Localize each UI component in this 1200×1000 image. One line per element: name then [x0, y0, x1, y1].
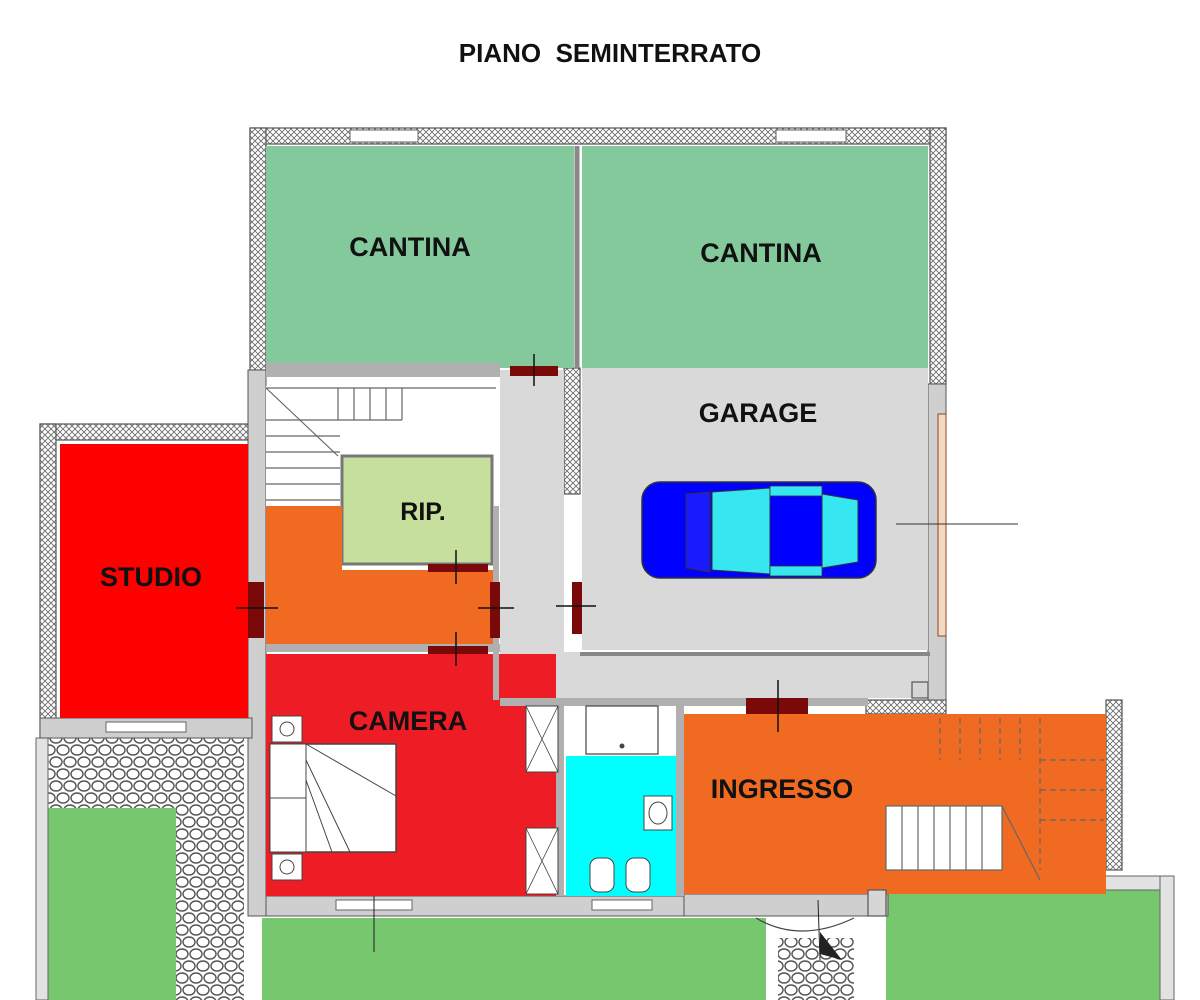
staircase-upper — [265, 387, 496, 501]
garden-border-right-edge — [1159, 875, 1175, 1000]
room-corridor-grey — [500, 370, 564, 700]
window — [105, 721, 187, 733]
room-cantina-left — [266, 146, 574, 368]
pillar — [911, 681, 929, 699]
room-cantina-right — [582, 146, 928, 368]
garage-door-opening — [937, 413, 947, 637]
room-corridor-grey-bottom — [500, 652, 928, 698]
room-studio — [60, 444, 248, 718]
wall-studio-top — [39, 423, 253, 441]
window — [591, 899, 653, 911]
garden-left — [48, 808, 176, 1000]
plan-title: PIANO SEMINTERRATO — [459, 38, 761, 68]
bed-icon — [269, 715, 397, 881]
wall-studio-left — [39, 423, 57, 737]
door — [428, 646, 488, 654]
wall-garage-inner — [563, 367, 581, 495]
cobblestone-paths — [48, 738, 854, 1000]
wall-top-left-vertical — [249, 127, 267, 371]
garden-areas — [48, 808, 1162, 1000]
doors — [236, 354, 808, 732]
staircase-ingresso — [885, 718, 1104, 881]
cobblestone-path-entrance — [778, 938, 854, 1000]
label-ingresso: INGRESSO — [711, 774, 854, 804]
label-rip: RIP. — [400, 498, 445, 526]
label-studio: STUDIO — [100, 562, 202, 592]
wall-top-right-vertical — [929, 127, 947, 385]
window — [349, 129, 419, 143]
wall-ingresso-top-segment — [865, 699, 947, 715]
label-camera: CAMERA — [349, 706, 468, 736]
door — [572, 582, 582, 634]
garden-bottom-right — [886, 890, 1162, 1000]
label-garage: GARAGE — [699, 398, 818, 428]
garden-bottom-center — [262, 918, 766, 1000]
toilet-icon — [625, 857, 651, 893]
label-cantina-right: CANTINA — [700, 238, 822, 268]
wardrobe-icon — [525, 705, 559, 895]
door — [746, 698, 808, 714]
room-corridor-orange-bottom — [266, 570, 494, 644]
door — [428, 564, 488, 572]
bidet-icon — [589, 857, 615, 893]
pillar — [867, 889, 887, 917]
room-rip — [340, 454, 494, 566]
sink-icon — [643, 795, 673, 831]
bathroom-fixtures — [585, 705, 673, 893]
car-icon — [641, 481, 877, 579]
wall-ingresso-right — [1105, 699, 1123, 871]
cobblestone-path-left-vertical — [176, 738, 244, 1000]
wall-left-main — [247, 369, 267, 917]
door — [248, 582, 264, 638]
exterior-walls — [39, 127, 1123, 871]
entrance-arrow-icon — [755, 899, 855, 961]
garden-border-left — [35, 737, 49, 1000]
wall-ingresso-bottom — [683, 893, 889, 917]
door — [490, 582, 500, 638]
label-cantina-left: CANTINA — [349, 232, 471, 262]
window — [775, 129, 847, 143]
